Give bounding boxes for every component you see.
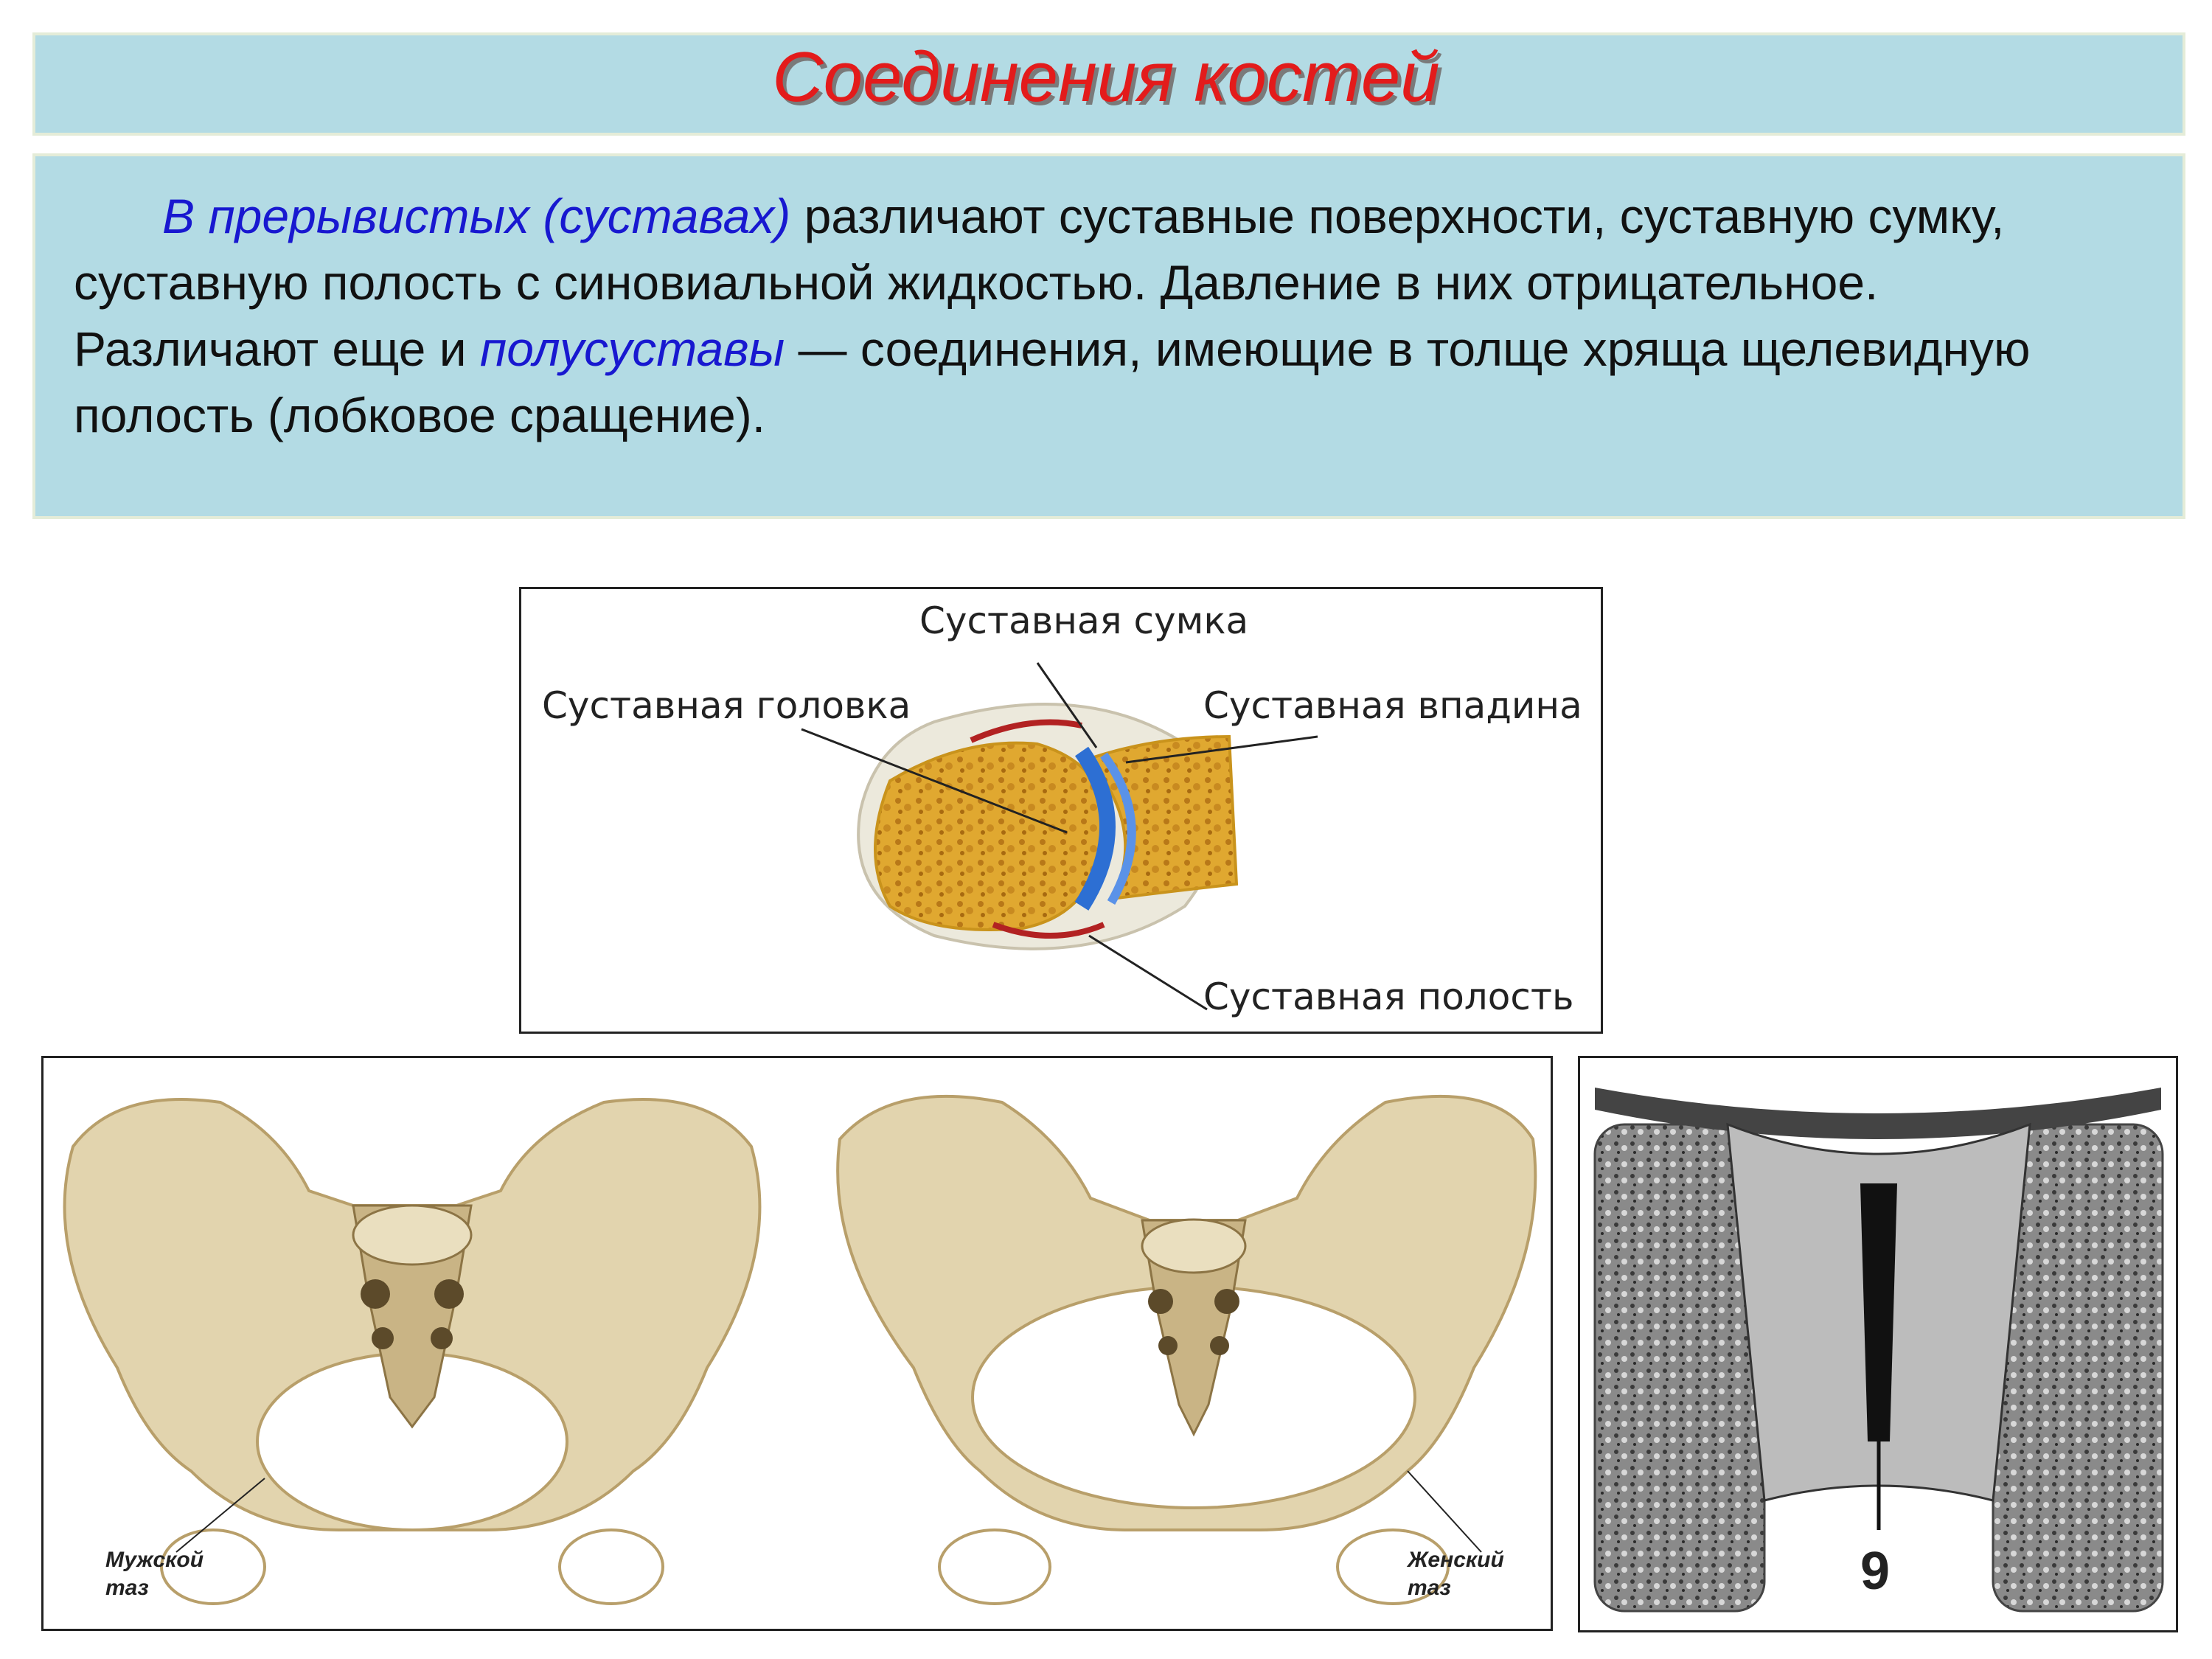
label-female-pelvis-2: таз: [1408, 1576, 1451, 1600]
body-paragraph: В прерывистых (суставах) различают суста…: [74, 183, 2124, 448]
page-title: Соединения костей: [772, 38, 1440, 116]
female-pelvis: [836, 1094, 1537, 1605]
symphysis-diagram: 9: [1578, 1056, 2178, 1632]
text-segment-1: различают суставные поверхности, суставн…: [74, 189, 2005, 376]
text-segment-2: — соединения, имеющие в толще хряща щеле…: [74, 321, 2031, 442]
label-joint-cavity: Суставная полость: [1203, 975, 1573, 1018]
joint-diagram: Суставная сумка Суставная головка Сустав…: [519, 587, 1603, 1034]
label-joint-capsule: Суставная сумка: [919, 599, 1248, 642]
label-joint-head: Суставная головка: [542, 684, 911, 727]
symphysis-number: 9: [1860, 1542, 1890, 1601]
term-semijoints: полусуставы: [479, 321, 785, 376]
pelvis-diagram: Мужской таз Женский таз: [41, 1056, 1553, 1631]
male-pelvis: [63, 1098, 762, 1605]
label-joint-socket: Суставная впадина: [1203, 684, 1582, 727]
label-male-pelvis-1: Мужской: [105, 1548, 204, 1572]
label-female-pelvis-1: Женский: [1406, 1548, 1504, 1572]
text-panel: [32, 153, 2185, 519]
title-banner: [32, 32, 2185, 136]
label-male-pelvis-2: таз: [105, 1576, 149, 1600]
term-discontinuous: В прерывистых (суставах): [162, 189, 791, 243]
